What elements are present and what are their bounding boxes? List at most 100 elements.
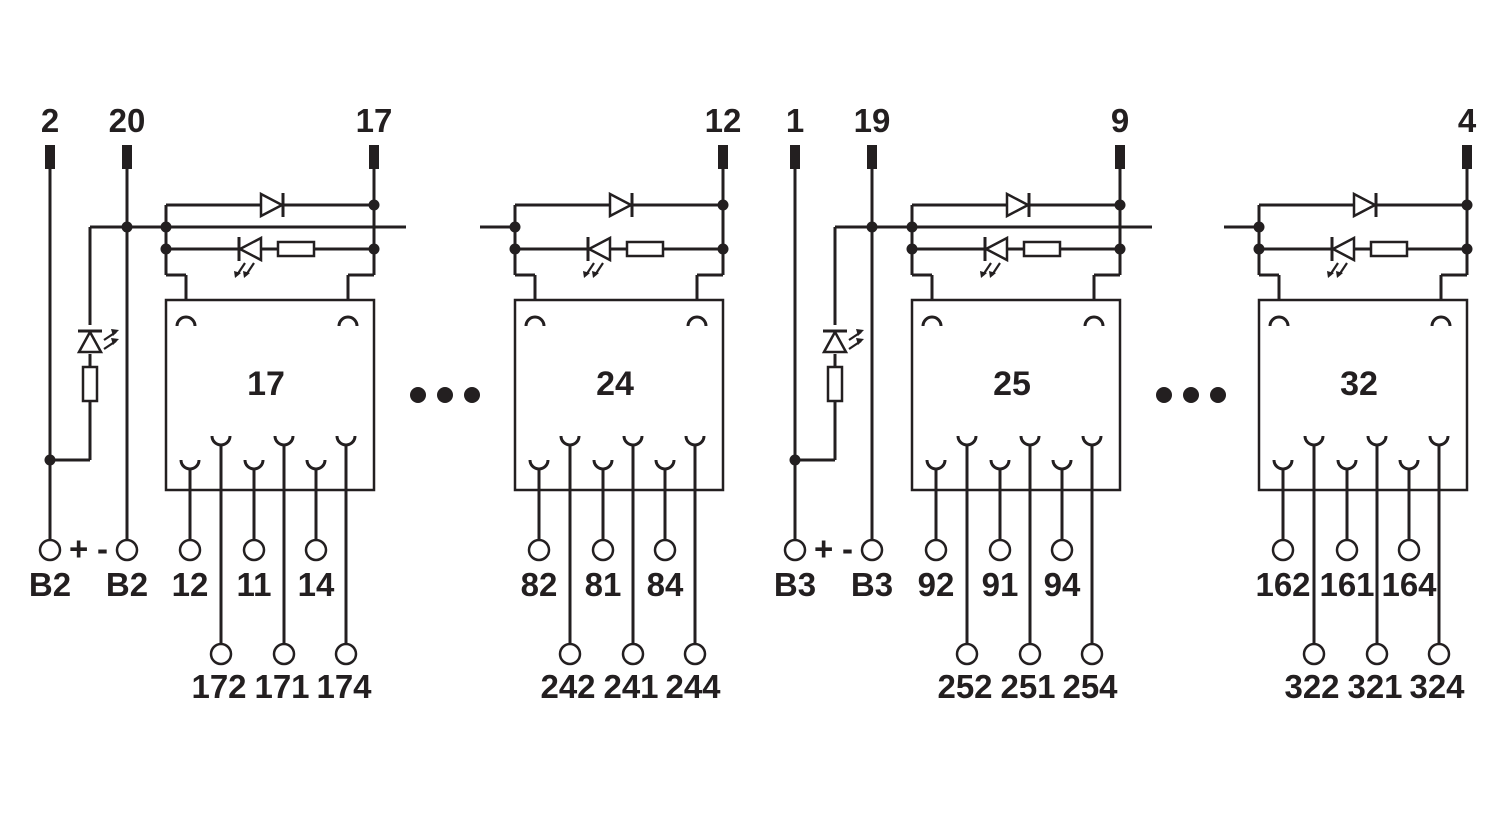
contact-hook — [1272, 459, 1294, 471]
contact-label-upper: 91 — [982, 566, 1019, 603]
plug-terminal — [1115, 145, 1125, 169]
contact-label-upper: 14 — [298, 566, 335, 603]
contact-label-upper: 94 — [1044, 566, 1081, 603]
contact-label-lower: 244 — [665, 668, 721, 705]
junction-dot — [368, 243, 380, 255]
supply-label: B3 — [774, 566, 816, 603]
contact-hook — [1398, 459, 1420, 471]
terminal-circle — [1050, 538, 1074, 562]
junction-dot — [1461, 243, 1473, 255]
terminal-circle — [334, 642, 358, 666]
junction-dot — [717, 243, 729, 255]
terminal-circle — [653, 538, 677, 562]
module-top-label: 9 — [1111, 102, 1129, 139]
terminal-circle — [1302, 642, 1326, 666]
relay-box — [910, 298, 1122, 492]
ellipsis-dot — [437, 387, 453, 403]
junction-dot — [1461, 199, 1473, 211]
junction-dot — [1114, 243, 1126, 255]
led-icon — [821, 327, 866, 354]
plug-terminal — [867, 145, 877, 169]
diode-icon — [608, 191, 634, 219]
terminal-circle — [1271, 538, 1295, 562]
contact-hook — [1081, 435, 1103, 447]
terminal-circle — [955, 642, 979, 666]
contact-hook — [210, 435, 232, 447]
junction-dot — [1253, 243, 1265, 255]
contact-hook — [1268, 315, 1290, 327]
plug-terminal — [45, 145, 55, 169]
contact-hook — [686, 315, 708, 327]
contact-label-upper: 81 — [585, 566, 622, 603]
terminal-circle — [1397, 538, 1421, 562]
contact-hook — [1051, 459, 1073, 471]
plug-terminal — [790, 145, 800, 169]
contact-label-upper: 164 — [1381, 566, 1437, 603]
contact-label-lower: 251 — [1000, 668, 1055, 705]
led-icon — [232, 235, 263, 280]
contact-label-lower: 324 — [1409, 668, 1465, 705]
contact-hook — [921, 315, 943, 327]
led-icon — [581, 235, 612, 280]
terminal-circle — [272, 642, 296, 666]
ellipsis-dot — [464, 387, 480, 403]
terminal-circle — [38, 538, 62, 562]
junction-dot — [906, 221, 918, 233]
contact-hook — [1303, 435, 1325, 447]
supply-label: B2 — [29, 566, 71, 603]
terminal-circle — [860, 538, 884, 562]
diode-icon — [259, 191, 285, 219]
junction-dot — [509, 221, 521, 233]
contact-hook — [1366, 435, 1388, 447]
terminal-circle — [1427, 642, 1451, 666]
contact-hook — [175, 315, 197, 327]
contact-hook — [273, 435, 295, 447]
contact-label-upper: 84 — [647, 566, 684, 603]
relay-box — [513, 298, 725, 492]
terminal-circle — [988, 538, 1012, 562]
junction-dot — [717, 199, 729, 211]
relay-box — [1257, 298, 1469, 492]
junction-dot — [1114, 199, 1126, 211]
relay-number: 24 — [596, 365, 634, 403]
contact-hook — [1430, 315, 1452, 327]
junction-dot — [121, 221, 133, 233]
contact-hook — [1336, 459, 1358, 471]
terminal-circle — [209, 642, 233, 666]
terminal-circle — [242, 538, 266, 562]
junction-dot — [509, 243, 521, 255]
contact-label-upper: 11 — [237, 566, 272, 603]
terminal-circle — [115, 538, 139, 562]
contact-label-lower: 322 — [1284, 668, 1339, 705]
supply-label: B2 — [106, 566, 148, 603]
feed-top-label: 19 — [854, 102, 891, 139]
contact-hook — [925, 459, 947, 471]
contact-hook — [956, 435, 978, 447]
terminal-circle — [683, 642, 707, 666]
terminal-circle — [1018, 642, 1042, 666]
contact-label-lower: 254 — [1062, 668, 1118, 705]
resistor-icon — [276, 240, 316, 258]
contact-hook — [684, 435, 706, 447]
terminal-circle — [178, 538, 202, 562]
contact-hook — [335, 435, 357, 447]
contact-hook — [989, 459, 1011, 471]
plug-terminal — [718, 145, 728, 169]
supply-label: B3 — [851, 566, 893, 603]
junction-dot — [368, 199, 380, 211]
contact-hook — [305, 459, 327, 471]
plug-terminal — [1462, 145, 1472, 169]
contact-label-lower: 241 — [603, 668, 658, 705]
ellipsis-dot — [1210, 387, 1226, 403]
contact-hook — [337, 315, 359, 327]
resistor-icon — [826, 365, 844, 403]
relay-box — [164, 298, 376, 492]
contact-hook — [654, 459, 676, 471]
terminal-circle — [527, 538, 551, 562]
feed-top-label: 20 — [109, 102, 146, 139]
